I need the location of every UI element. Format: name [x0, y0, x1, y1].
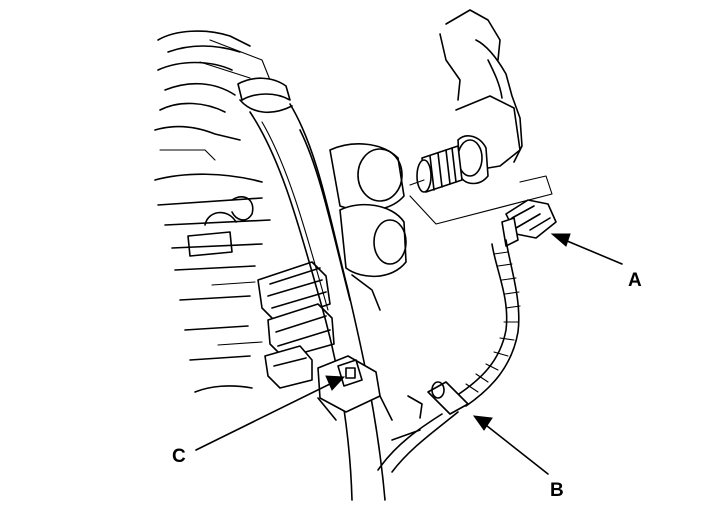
- clip-c-area: [317, 355, 423, 421]
- leader-line-a: [559, 237, 623, 265]
- callout-label-b: B: [550, 480, 564, 501]
- callout-label-a: A: [628, 270, 642, 291]
- sensor-unit: [409, 9, 523, 193]
- callout-label-c: C: [172, 446, 186, 467]
- harness: [377, 199, 557, 473]
- arrowhead-b: [472, 415, 493, 431]
- main-hose: [249, 103, 386, 501]
- leader-lines: [195, 233, 623, 475]
- sensor-housing: [329, 143, 407, 311]
- alignment-lines: [409, 175, 553, 225]
- leader-line-c: [195, 380, 337, 451]
- arrowhead-a: [550, 233, 571, 247]
- leader-line-b: [481, 421, 549, 475]
- engine-block: [154, 30, 293, 393]
- engine-side-connectors: [257, 261, 335, 389]
- arrowhead-c: [325, 375, 346, 391]
